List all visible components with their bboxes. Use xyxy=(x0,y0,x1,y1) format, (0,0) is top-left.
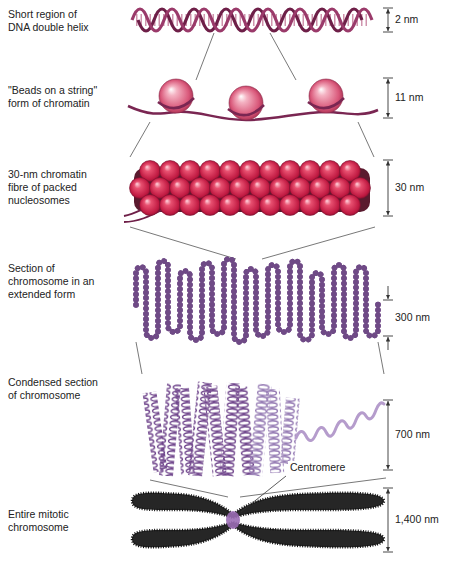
nucleosome xyxy=(260,195,281,216)
nucleosome-bead xyxy=(309,79,343,113)
uncoiled-fibre xyxy=(296,403,384,441)
nucleosome-bead xyxy=(159,79,193,113)
nucleosome-row xyxy=(140,161,361,182)
extended-loops xyxy=(136,259,378,342)
bracket-line xyxy=(388,337,389,350)
bracket-line xyxy=(388,401,389,469)
nucleosome xyxy=(240,195,261,216)
bracket-ticks xyxy=(383,488,393,552)
loop-fibre xyxy=(136,259,378,342)
bracket-line xyxy=(388,286,389,299)
chromatid xyxy=(132,522,384,547)
guide-line xyxy=(130,227,236,259)
bracket-ticks xyxy=(383,8,393,32)
stage-label: Section of chromosome in an extended for… xyxy=(8,262,103,300)
loop-fibre xyxy=(136,259,378,342)
wrapped-dna xyxy=(158,98,194,108)
dimension-label: 2 nm xyxy=(395,13,418,26)
stage-label: "Beads on a string" form of chromatin xyxy=(8,84,103,110)
centromere-mark xyxy=(226,511,240,529)
stage-label: Entire mitotic chromosome xyxy=(8,508,103,534)
dimension-label: 1,400 nm xyxy=(395,513,439,526)
dimension-brackets xyxy=(383,8,393,552)
dimension-label: 11 nm xyxy=(395,91,423,104)
coil-column xyxy=(280,398,300,465)
nucleosome-bead xyxy=(229,86,263,120)
mitotic-chromosome xyxy=(132,476,384,547)
chromatin-fibre xyxy=(124,161,371,223)
condensed-section xyxy=(143,382,384,477)
bracket-ticks xyxy=(383,300,393,336)
bracket-ticks xyxy=(383,160,393,216)
bracket-ticks xyxy=(383,400,393,470)
guide-line xyxy=(196,33,214,80)
dimension-label: 700 nm xyxy=(395,428,430,441)
nucleosome xyxy=(340,195,361,216)
nucleosome xyxy=(300,195,321,216)
chromatid xyxy=(132,493,384,518)
dna-helix xyxy=(132,9,372,31)
leader-line xyxy=(241,476,286,512)
stage-label: Short region of DNA double helix xyxy=(8,8,96,34)
guide-line xyxy=(130,122,150,157)
stage-label: Condensed section of chromosome xyxy=(8,376,103,402)
nucleosome xyxy=(220,195,241,216)
bracket-line xyxy=(388,161,389,215)
dimension-label: 300 nm xyxy=(395,311,430,324)
wrapped-dna xyxy=(228,105,264,115)
guide-line xyxy=(358,122,374,157)
nucleosome xyxy=(180,195,201,216)
wrapped-dna xyxy=(308,98,344,108)
bracket-line xyxy=(388,79,389,117)
nucleosome xyxy=(280,195,301,216)
helix-strand xyxy=(132,9,372,31)
guide-lines xyxy=(130,33,386,497)
stage-label: 30-nm chromatin fibre of packed nucleoso… xyxy=(8,168,103,206)
guide-line xyxy=(136,342,142,374)
nucleosome xyxy=(320,195,341,216)
nucleosome xyxy=(140,195,161,216)
bracket-line xyxy=(388,489,389,551)
guide-line xyxy=(378,342,384,374)
guide-line xyxy=(270,33,296,80)
guide-line xyxy=(262,227,375,259)
bracket-ticks xyxy=(383,78,393,118)
bracket-line xyxy=(388,9,389,31)
dimension-label: 30 nm xyxy=(395,181,424,194)
nucleosome xyxy=(200,195,221,216)
nucleosome-row xyxy=(140,195,361,216)
nucleosome xyxy=(160,195,181,216)
part-label: Centromere xyxy=(288,461,347,474)
beads-on-string xyxy=(128,79,378,120)
